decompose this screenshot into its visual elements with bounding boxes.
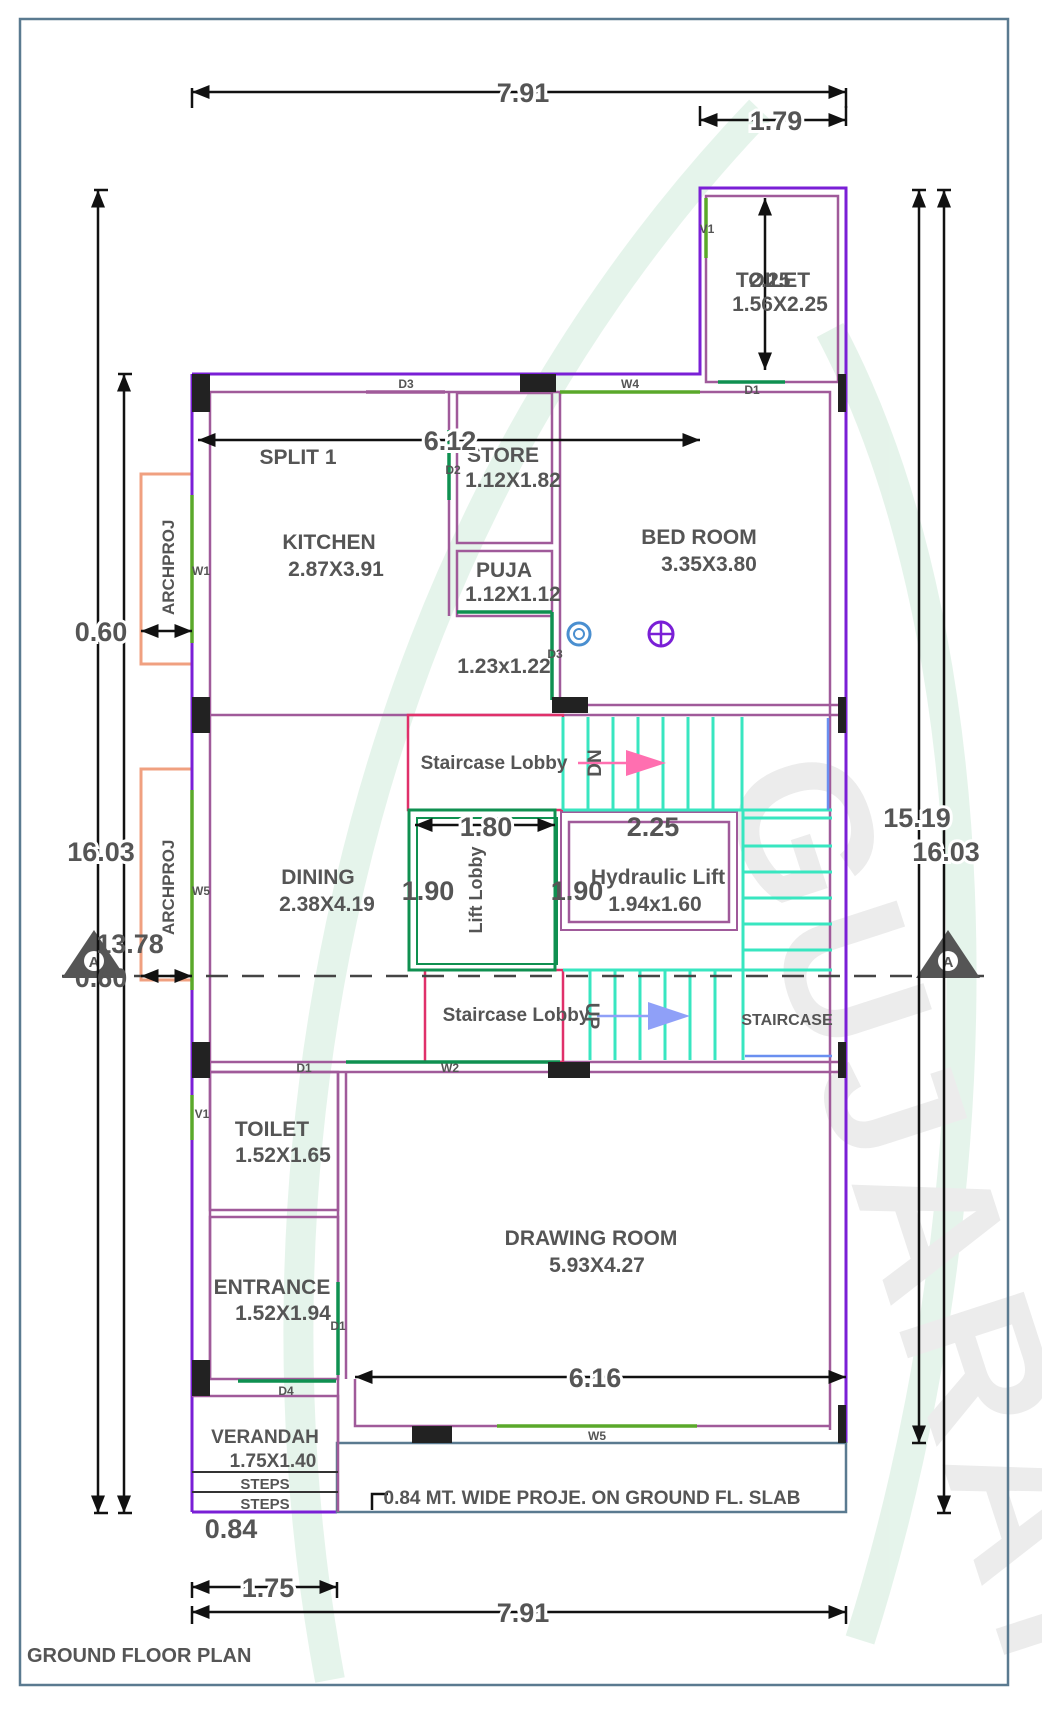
drawing-room-label: DRAWING ROOM [505,1227,678,1250]
opening-w5-side: W5 [192,884,210,898]
opening-d1-top: D1 [744,383,760,397]
opening-w4: W4 [621,377,639,391]
opening-d1: D1 [296,1061,312,1075]
fixture-marker-icon [566,621,592,647]
dim-top-toilet: 1.79 [750,106,803,136]
opening-w1: W1 [192,564,210,578]
stair-down-arrow-icon [626,750,666,776]
dim-bottom-verandah: 1.75 [242,1573,295,1603]
drawing-room-size: 5.93X4.27 [549,1254,645,1277]
puja-size: 1.12X1.12 [465,583,561,606]
stair-up-arrow-icon [648,1002,690,1030]
dim-proj-bottom: 0.60 [75,963,128,993]
plan-title: GROUND FLOOR PLAN [27,1645,251,1667]
verandah-label: VERANDAH [211,1427,319,1448]
dim-right-inner: 15.19 [883,803,951,833]
lift-size: 1.94x1.60 [608,893,701,916]
store-label: STORE [467,444,539,467]
staircase-lobby-bottom-label: Staircase Lobby [443,1005,590,1026]
split-label: SPLIT 1 [259,446,336,469]
passage-size: 1.23x1.22 [457,655,550,678]
opening-w2: W2 [441,1061,459,1075]
opening-d-entrance: D1 [330,1319,346,1333]
archproj-bottom-label: ARCHPROJ [159,840,178,935]
columns [192,374,846,1443]
opening-v1-top: V1 [700,222,715,236]
puja-label: PUJA [476,559,532,582]
staircase-label: STAIRCASE [741,1012,833,1029]
sheet-border [18,17,1010,1687]
dim-lift-lobby-w: 1.80 [460,812,513,842]
dim-drawing-w: 6.16 [569,1363,622,1393]
lift-lobby-outline [407,808,557,972]
dim-lift-lobby-h: 1.90 [402,876,455,906]
dim-lift-h: 1.90 [551,876,604,906]
verandah-size: 1.75X1.40 [230,1451,317,1472]
toilet-size: 1.52X1.65 [235,1144,331,1167]
entrance-size: 1.52X1.94 [235,1302,331,1325]
dim-bottom-total: 7.91 [497,1598,550,1628]
store-size: 1.12X1.82 [465,469,561,492]
bedroom-label: BED ROOM [641,526,757,549]
watermark-text: GUJARAT [681,727,1042,1719]
opening-v1: V1 [195,1107,210,1121]
lift-label: Hydraulic Lift [591,866,725,889]
bedroom-size: 3.35X3.80 [661,553,757,576]
entrance-label: ENTRANCE [214,1276,331,1299]
toilet-top-label: TOILET [736,269,810,292]
dim-left-inner: 13.78 [96,929,164,959]
dim-left-outer: 16.03 [67,837,135,867]
opening-d4: D4 [278,1384,294,1398]
steps-label-1: STEPS [240,1476,289,1493]
kitchen-size: 2.87X3.91 [288,558,384,581]
opening-d2: D2 [445,463,461,477]
opening-d3b: D3 [547,647,563,661]
steps-label-2: STEPS [240,1496,289,1513]
dimension-lines [91,85,951,1624]
toilet-label: TOILET [235,1118,309,1141]
kitchen-label: KITCHEN [282,531,375,554]
openings [190,198,785,1428]
slab-note: 0.84 MT. WIDE PROJE. ON GROUND FL. SLAB [384,1488,801,1509]
stair-dn-label: DN [585,749,606,776]
lift-lobby-label: Lift Lobby [466,847,486,934]
dim-proj-top: 0.60 [75,617,128,647]
dim-lift-w: 2.25 [627,812,680,842]
dim-verandah-proj: 0.84 [205,1514,258,1544]
opening-w5: W5 [588,1429,606,1443]
opening-d3: D3 [398,377,414,391]
dim-toilet-h: 2.25 [750,269,791,292]
dim-inner-width: 6.12 [424,426,477,456]
stair-up-label: UP [581,1003,602,1030]
dim-top-total: 7.91 [497,78,550,108]
dining-size: 2.38X4.19 [279,893,375,916]
staircase-lobby-top-label: Staircase Lobby [421,753,568,774]
archproj-top-label: ARCHPROJ [159,520,178,615]
stair-treads [561,717,832,1060]
dining-label: DINING [281,866,355,889]
dim-right-outer: 16.03 [912,837,980,867]
toilet-top-size: 1.56X2.25 [732,293,828,316]
